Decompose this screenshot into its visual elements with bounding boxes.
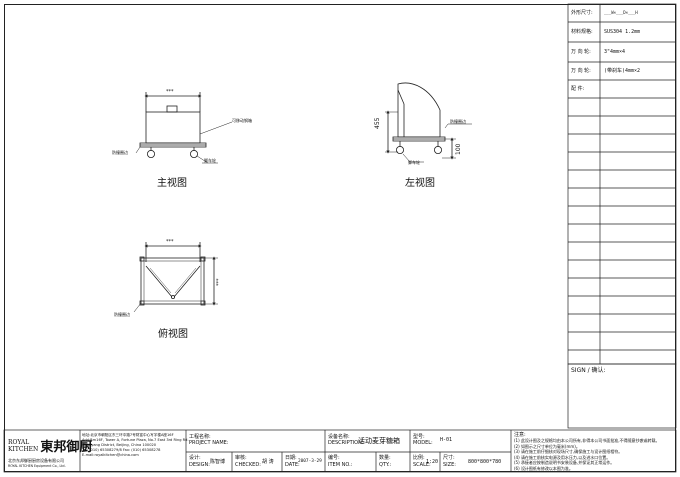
front-width-dim: *** (166, 89, 174, 95)
date-label-en: DATE: (285, 462, 300, 468)
front-view-title: 主视图 (157, 178, 187, 189)
top-view (133, 242, 218, 313)
front-view (135, 92, 233, 164)
top-frame (140, 257, 205, 305)
address-line: Chaoyang District, Beijing, China 100020 (82, 443, 157, 447)
model-label: 型号: (413, 434, 425, 440)
left-view (385, 82, 472, 163)
front-wheel-left (146, 149, 155, 158)
top-depth-dim: *** (216, 278, 222, 287)
qty-label-en: QTY.: (379, 462, 392, 468)
left-height-dim: 455 (374, 117, 381, 129)
top-view-title: 俯视图 (158, 329, 188, 340)
item-label: 编号: (328, 455, 340, 461)
drawing-sheet (4, 4, 676, 472)
size-label: 尺寸: (443, 455, 455, 461)
left-wheel-left (395, 145, 404, 154)
logo-en-line2: KITCHEN (8, 445, 39, 453)
front-wheel-right (189, 149, 198, 158)
description-label: 设备名称: (328, 434, 350, 440)
front-wheel-label: 脚车轮 (204, 158, 216, 163)
address-line: Tel: (010) 65308279/8 Fax: (010) 6530827… (82, 448, 161, 452)
description-label-en: DESCRIPTION: (328, 440, 364, 446)
left-body (397, 82, 441, 138)
spec-row-caster-label: 万 向 轮: (571, 49, 591, 55)
description-value: 活动麦芽糖箱 (358, 437, 400, 445)
note-line: (2) 如图示之尺寸单位为毫米(mm)。 (514, 443, 580, 449)
date-value: 2007-3-29 (298, 459, 322, 464)
project-label-en: PROJECT NAME: (189, 440, 229, 446)
spec-row-caster-brake-value: (带刹车)4mm×2 (604, 68, 641, 74)
left-wheel-label: 脚车轮 (408, 160, 420, 165)
design-label-en: DESIGN: (189, 462, 210, 468)
left-wheel-right (433, 145, 442, 154)
top-width-dim: *** (166, 239, 174, 245)
spec-row-material-value: SUS304 1.2mm (604, 29, 641, 35)
left-view-title: 左视图 (405, 178, 435, 189)
design-label: 设计: (189, 455, 201, 461)
note-line: (3) 请在施工前仔细核对现场尺寸,确保施工与设计图纸相符。 (514, 449, 623, 455)
spec-row-accessory-label: 配 件: (571, 86, 585, 92)
date-label: 日期: (285, 455, 297, 461)
front-handle (166, 105, 178, 113)
address-line: 地址:北京市朝阳区东三环中路7号财富中心写字楼A座16F (82, 433, 174, 437)
logo-cn: 東邦御厨 (40, 440, 93, 455)
spec-row-size-label: 外形尺寸: (571, 10, 593, 16)
address-line: Add:Rm16F, Tower A, Fortune Plaza, No.7 … (82, 438, 189, 442)
company-name-cn: 北京东邦御厨厨房设备有限公司 (8, 458, 64, 463)
qty-label: 数量: (379, 455, 391, 461)
spec-table-grid (567, 3, 677, 429)
front-body (145, 111, 201, 144)
check-label: 审核: (235, 455, 247, 461)
spec-row-caster-brake-label: 万 向 轮: (571, 68, 591, 74)
check-label-en: CHECKED: (235, 462, 261, 468)
front-bumper-label: 防撞圈边 (112, 150, 128, 155)
left-bumper-label: 防撞圈边 (450, 119, 466, 124)
note-line: (5) 承接者应按制造说明书安装设备,并保证其正常运作。 (514, 460, 615, 466)
notes-block: 注意: (1) 此设计图及之规格均由本公司所有,非得本公司书面批准,不得随意抄袭… (514, 431, 659, 472)
front-handle-label: 可移动钢箱 (232, 118, 252, 123)
left-wheel-dim: 100 (455, 143, 462, 155)
note-line: (6) 设计图纸有修改以本图为准。 (514, 465, 573, 471)
notes-title: 注意: (514, 432, 526, 438)
model-label-en: MODEL: (413, 440, 433, 446)
scale-label-en: SCALE: (413, 462, 431, 468)
size-label-en: SIZE: (443, 462, 456, 468)
company-name-en: ROYAL KITCHEN Equipment Co., Ltd. (8, 464, 66, 468)
scale-value: 1:20 (426, 459, 439, 465)
spec-row-caster-value: 3"4mm×4 (604, 49, 626, 55)
company-logo: ROYAL KITCHEN 東邦御厨 北京东邦御厨厨房设备有限公司 ROYAL … (8, 436, 93, 469)
spec-row-size-value: ___W×___D×___H (604, 10, 638, 15)
title-block-grid (3, 429, 677, 473)
company-address: 地址:北京市朝阳区东三环中路7号财富中心写字楼A座16F Add:Rm16F, … (82, 433, 189, 458)
design-value: 陈智博 (210, 459, 226, 465)
spec-row-material-label: 材料规格: (571, 29, 593, 35)
note-line: (4) 请在施工前核实电源及用水压力,以及进水口位置。 (514, 454, 611, 460)
sign-label: SIGN / 确认: (571, 367, 606, 374)
scale-label: 比例: (413, 455, 425, 461)
logo-en-line1: ROYAL (8, 438, 30, 446)
address-line: E-mail:royalkitchen@china.com (82, 453, 139, 457)
project-label: 工程名称: (189, 434, 211, 440)
item-label-en: ITEM NO.: (328, 462, 353, 468)
size-value: 800*800*780 (468, 459, 502, 465)
model-value: H-01 (440, 437, 453, 443)
top-bumper-label: 防撞圈边 (114, 312, 130, 317)
check-value: 胡 涛 (262, 459, 274, 465)
note-line: (1) 此设计图及之规格均由本公司所有,非得本公司书面批准,不得随意抄袭或转载。 (514, 438, 660, 443)
